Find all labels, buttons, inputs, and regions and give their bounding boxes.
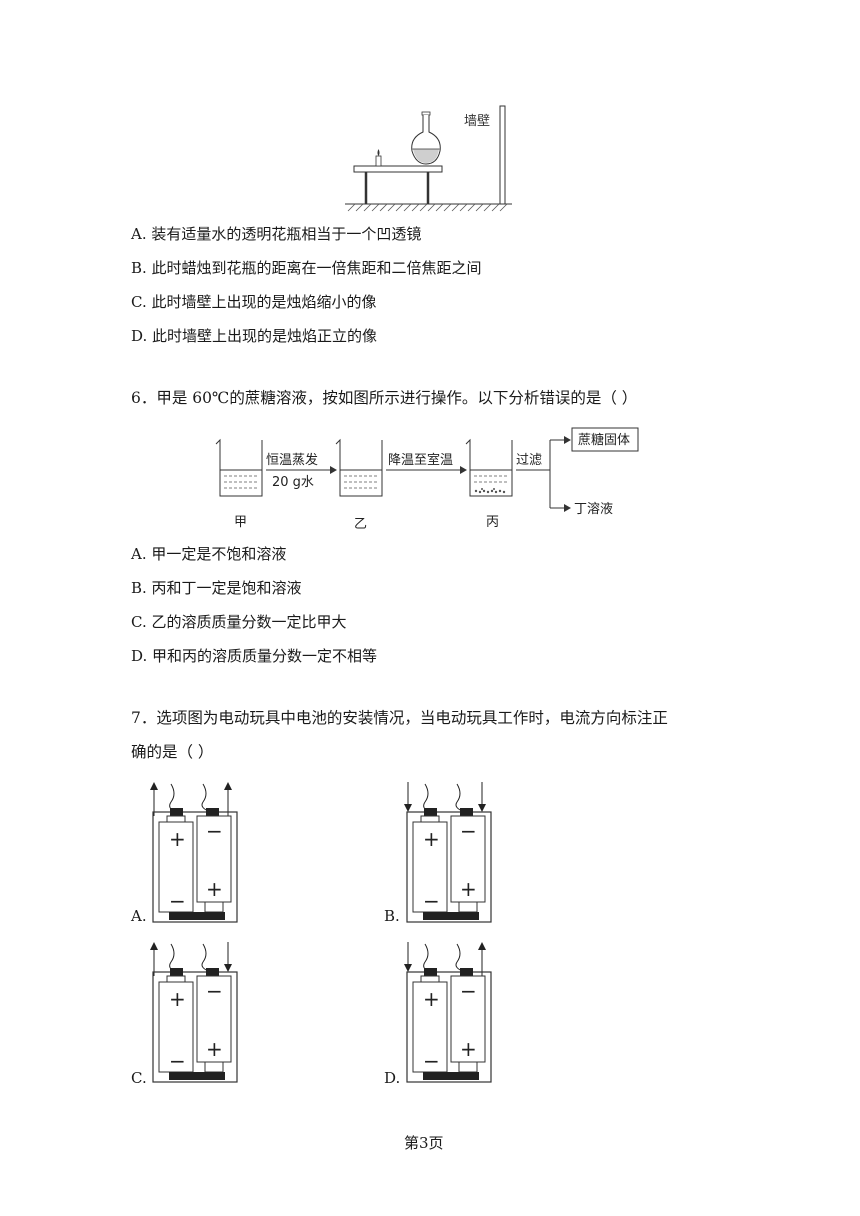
q5-option-c: C. 此时墙壁上出现的是烛焰缩小的像 [131, 293, 377, 311]
plus-sign: + [460, 1037, 477, 1061]
q7-option-a-label: A. [131, 907, 147, 925]
q6-option-d: D. 甲和丙的溶质质量分数一定不相等 [131, 647, 378, 665]
q6-stem: 6．甲是 60℃的蔗糖溶液，按如图所示进行操作。以下分析错误的是（ ） [131, 389, 638, 407]
plus-sign: + [169, 987, 186, 1011]
beaker-jia [215, 438, 263, 497]
sugar-solution-process-figure: 恒温蒸发 20 g水 降温至室温 过滤 蔗糖固体 丁溶液 甲 乙 丙 [215, 427, 639, 532]
q7-option-d-label: D. [384, 1069, 401, 1087]
battery-option-c-figure: + − − + [150, 942, 238, 1083]
minus-sign: − [206, 819, 223, 843]
battery-option-a-figure: + − − + [150, 782, 238, 923]
plus-sign: + [460, 877, 477, 901]
minus-sign: − [460, 819, 477, 843]
minus-sign: − [423, 1049, 440, 1073]
battery-option-b-figure: + − − + [404, 782, 492, 923]
minus-sign: − [206, 979, 223, 1003]
page-number: 第3页 [404, 1134, 444, 1152]
q5-option-a: A. 装有适量水的透明花瓶相当于一个凹透镜 [131, 225, 422, 243]
plus-sign: + [423, 827, 440, 851]
q6-option-b: B. 丙和丁一定是饱和溶液 [131, 579, 302, 597]
beaker-yi [335, 438, 383, 497]
q7-stem-line1: 7．选项图为电动玩具中电池的安装情况，当电动玩具工作时，电流方向标注正 [131, 709, 668, 727]
wall-label: 墙壁 [464, 114, 490, 129]
minus-sign: − [460, 979, 477, 1003]
beaker-label-jia: 甲 [234, 515, 247, 530]
plus-sign: + [206, 1037, 223, 1061]
q6-option-a: A. 甲一定是不饱和溶液 [131, 545, 287, 563]
beaker-label-yi: 乙 [354, 517, 367, 532]
ding-solution-label: 丁溶液 [574, 502, 613, 517]
step2-label: 降温至室温 [388, 452, 453, 468]
plus-sign: + [169, 827, 186, 851]
q6-option-c: C. 乙的溶质质量分数一定比甲大 [131, 613, 347, 631]
q5-option-d: D. 此时墙壁上出现的是烛焰正立的像 [131, 327, 378, 345]
beaker-label-bing: 丙 [486, 515, 499, 530]
battery-option-d-figure: + − − + [404, 942, 492, 1083]
minus-sign: − [423, 889, 440, 913]
q7-stem-line2: 确的是（ ） [131, 743, 214, 761]
q7-option-b-label: B. [384, 907, 400, 925]
plus-sign: + [423, 987, 440, 1011]
plus-sign: + [206, 877, 223, 901]
step1-top-label: 恒温蒸发 [266, 452, 318, 468]
q5-option-b: B. 此时蜡烛到花瓶的距离在一倍焦距和二倍焦距之间 [131, 259, 482, 277]
step3-label: 过滤 [516, 453, 542, 468]
minus-sign: − [169, 889, 186, 913]
step1-bottom-label: 20 g水 [272, 475, 314, 490]
q7-option-c-label: C. [131, 1069, 147, 1087]
sugar-solid-label: 蔗糖固体 [578, 432, 630, 448]
minus-sign: − [169, 1049, 186, 1073]
candle-vase-wall-figure: 墙壁 [345, 105, 512, 212]
beaker-bing [465, 438, 513, 497]
